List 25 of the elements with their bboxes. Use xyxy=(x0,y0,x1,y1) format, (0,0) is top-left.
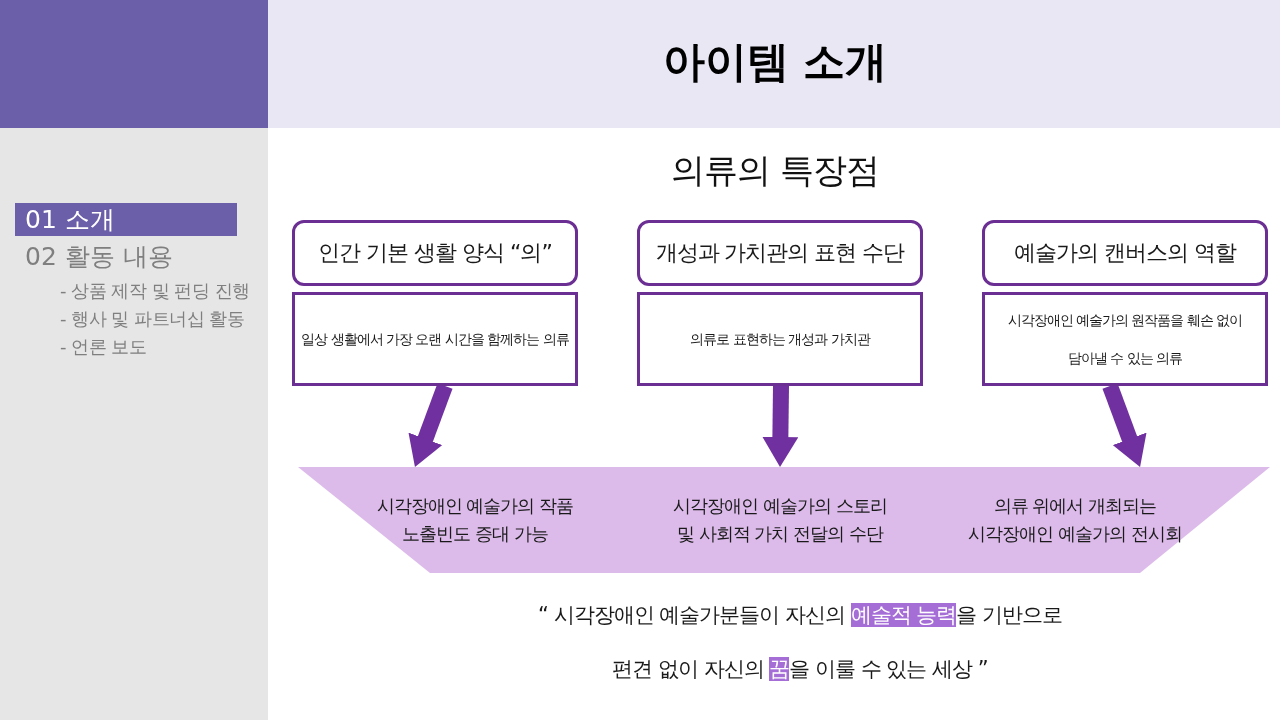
band-text: 시각장애인 예술가의 스토리 및 사회적 가치 전달의 수단 xyxy=(672,494,888,546)
nav-item: 01 소개 xyxy=(15,203,237,236)
section-heading: 의류의 특장점 xyxy=(671,149,879,192)
band-text: 의류 위에서 개최되는 시각장애인 예술가의 전시회 xyxy=(967,494,1183,546)
nav-item: 02 활동 내용 xyxy=(25,241,173,273)
description-card xyxy=(292,292,578,386)
heading-card xyxy=(982,220,1268,286)
quote-text: “ 시각장애인 예술가분들이 자신의 예술적 능력을 기반으로 편견 없이 자신의 꿈을 이룰 수 있는 세상 ” xyxy=(537,602,1063,683)
band-text: 시각장애인 예술가의 작품 노출빈도 증대 가능 xyxy=(375,494,575,546)
description-card xyxy=(637,292,923,386)
description-card xyxy=(982,292,1268,386)
card-text: 일상 생활에서 가장 오랜 시간을 함께하는 의류 xyxy=(300,330,570,349)
nav-subitem: - 상품 제작 및 펀딩 진행 xyxy=(60,279,250,303)
nav-subitem: - 행사 및 파트너십 활동 xyxy=(60,307,245,331)
heading-card xyxy=(292,220,578,286)
card-title: 인간 기본 생활 양식 “의” xyxy=(317,239,553,267)
card-text: 시각장애인 예술가의 원작품을 훼손 없이 담아낼 수 있는 의류 xyxy=(1006,311,1244,368)
card-title: 개성과 가치관의 표현 수단 xyxy=(654,239,906,267)
card-text: 의류로 표현하는 개성과 가치관 xyxy=(689,330,872,349)
trapezoid-band xyxy=(298,467,1270,573)
heading-card xyxy=(637,220,923,286)
nav-subitem: - 언론 보도 xyxy=(60,335,147,359)
card-title: 예술가의 캔버스의 역할 xyxy=(1013,239,1238,267)
arrow xyxy=(762,385,799,467)
page-title: 아이템 소개 xyxy=(662,36,888,88)
